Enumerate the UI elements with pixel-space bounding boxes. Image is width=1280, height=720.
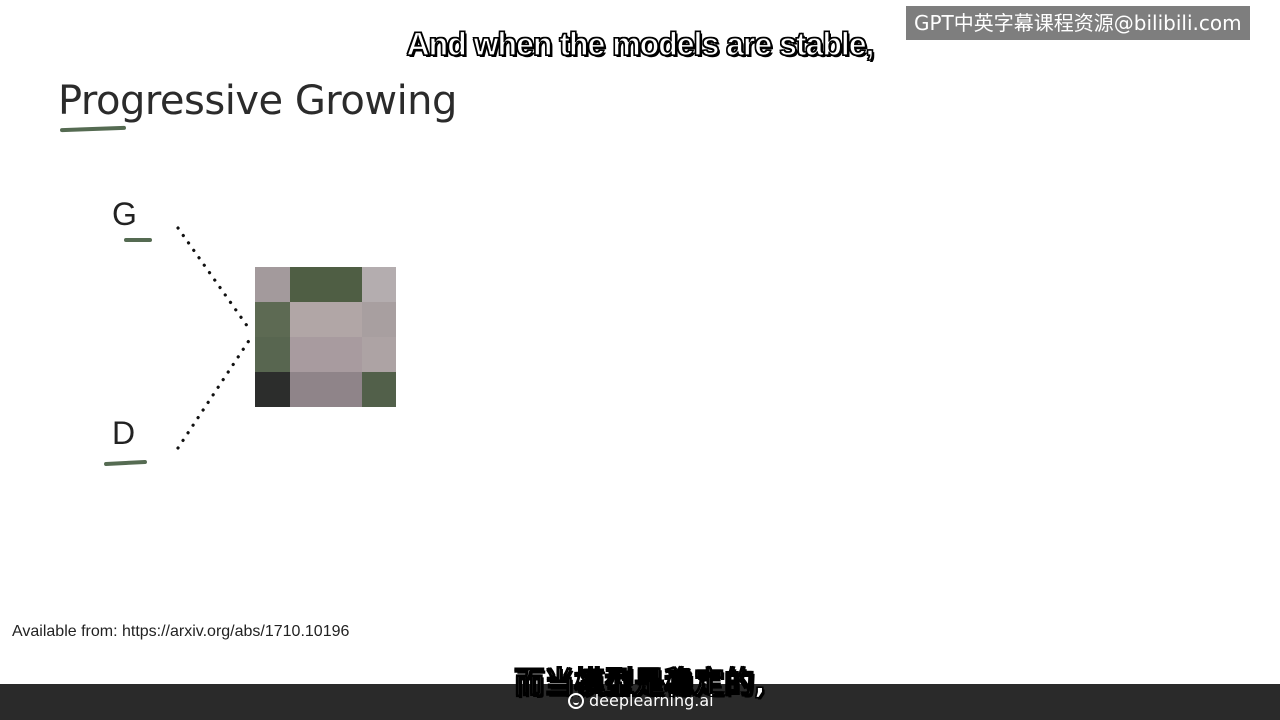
low-resolution-image xyxy=(255,267,396,407)
brand-logo: deeplearning.ai xyxy=(568,691,714,710)
brand-name: deeplearning.ai xyxy=(589,691,714,710)
bottom-bar xyxy=(0,684,1280,720)
deeplearning-logo-icon xyxy=(568,692,584,709)
pixel-cell xyxy=(255,337,290,372)
discriminator-connector-line xyxy=(176,334,254,450)
pixel-cell xyxy=(362,302,396,337)
discriminator-label: D xyxy=(112,415,136,451)
pixel-cell xyxy=(255,372,290,407)
pixel-cell xyxy=(255,302,290,337)
watermark: GPT中英字幕课程资源@bilibili.com xyxy=(906,6,1250,40)
pixel-cell xyxy=(290,302,362,337)
generator-underline-stroke xyxy=(124,238,152,242)
slide-title: Progressive Growing xyxy=(58,78,457,124)
pixel-cell xyxy=(255,267,290,302)
citation-text: Available from: https://arxiv.org/abs/17… xyxy=(12,623,350,640)
pixel-cell xyxy=(362,267,396,302)
pixel-cell xyxy=(290,372,362,407)
chinese-subtitle: 而当模型是稳定的, xyxy=(514,665,767,701)
pixel-cell xyxy=(362,372,396,407)
pixel-cell xyxy=(290,267,362,302)
pixel-cell xyxy=(362,337,396,372)
generator-connector-line xyxy=(176,226,252,332)
english-subtitle: And when the models are stable, xyxy=(406,25,875,62)
pixel-cell xyxy=(290,337,362,372)
generator-label: G xyxy=(112,196,137,232)
